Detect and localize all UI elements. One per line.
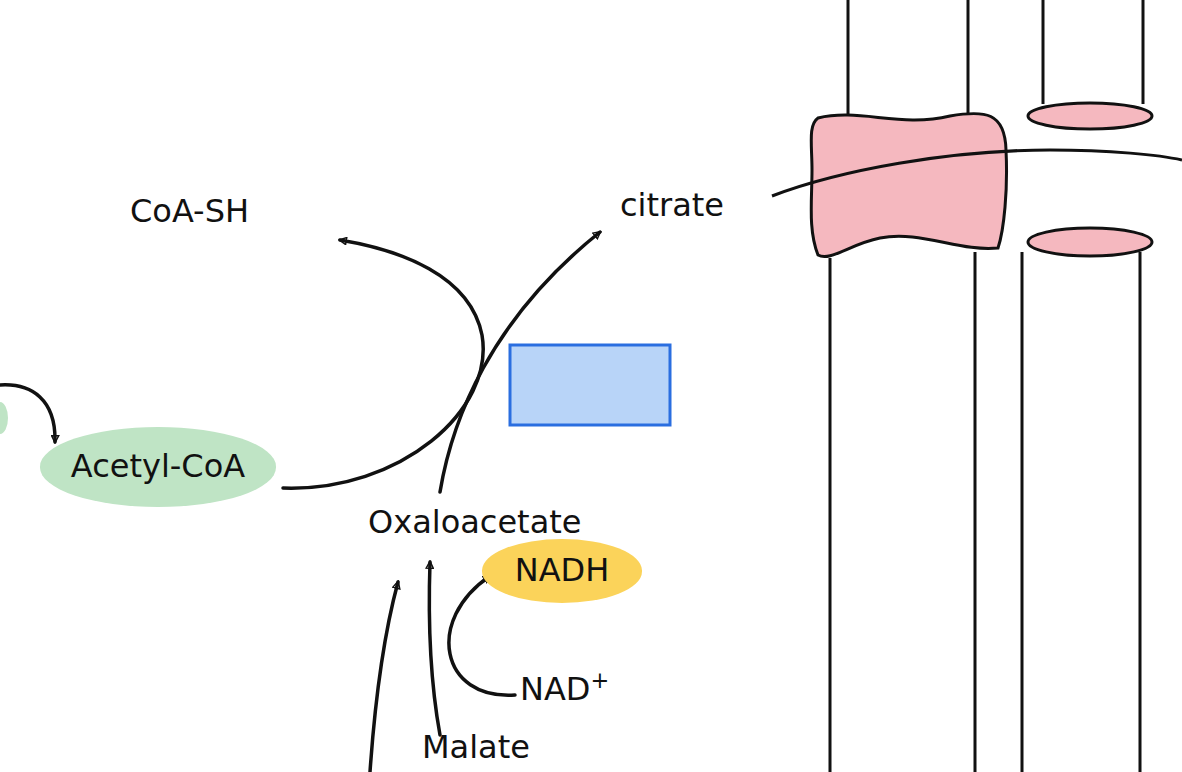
transport-line bbox=[772, 150, 1182, 196]
text-label: CoA-SH bbox=[130, 194, 249, 229]
text-label: NAD+ bbox=[520, 668, 609, 707]
enzyme-box bbox=[510, 345, 670, 425]
text-label: Malate bbox=[422, 730, 530, 765]
molecule-ellipse: NADH bbox=[482, 539, 643, 602]
membrane-cap bbox=[1028, 228, 1152, 256]
text-label: NADH bbox=[515, 553, 610, 588]
membrane-cap bbox=[1028, 103, 1152, 129]
green-blob bbox=[0, 402, 8, 434]
molecule-ellipse: Acetyl-CoA bbox=[40, 427, 276, 506]
citrate-transporter bbox=[811, 113, 1006, 256]
reaction-arrows bbox=[0, 232, 600, 772]
text-label: Oxaloacetate bbox=[368, 505, 581, 540]
text-label: citrate bbox=[620, 188, 724, 223]
text-label: Acetyl-CoA bbox=[71, 449, 245, 484]
